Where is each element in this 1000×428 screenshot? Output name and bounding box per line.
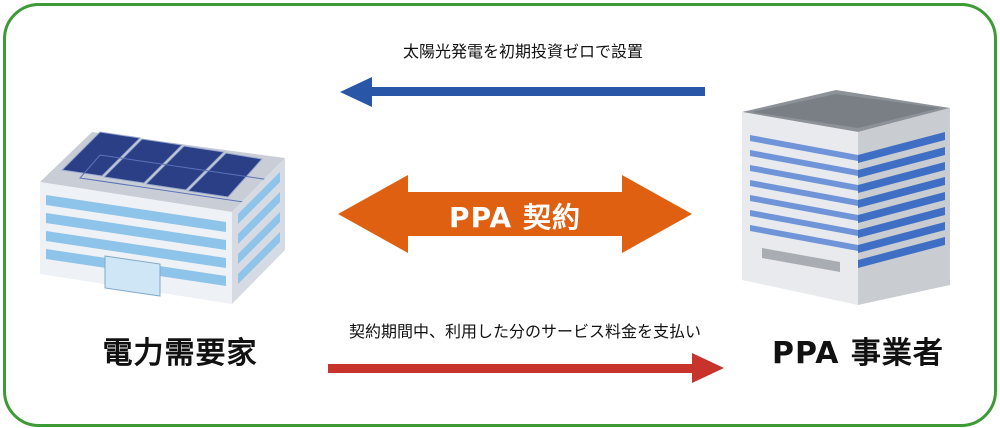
bottom-arrow <box>328 353 724 383</box>
top-arrow <box>340 77 705 107</box>
bottom-caption: 契約期間中、利用した分のサービス料金を支払い <box>348 322 701 341</box>
left-party-label: 電力需要家 <box>102 336 258 371</box>
contract-double-arrow <box>338 175 692 253</box>
contract-label: PPA 契約 <box>449 201 581 234</box>
building-with-solar-panels-icon <box>40 131 285 304</box>
right-party-label: PPA 事業者 <box>772 336 944 371</box>
top-caption: 太陽光発電を初期投資ゼロで設置 <box>402 42 643 61</box>
office-tower-icon <box>742 90 950 305</box>
